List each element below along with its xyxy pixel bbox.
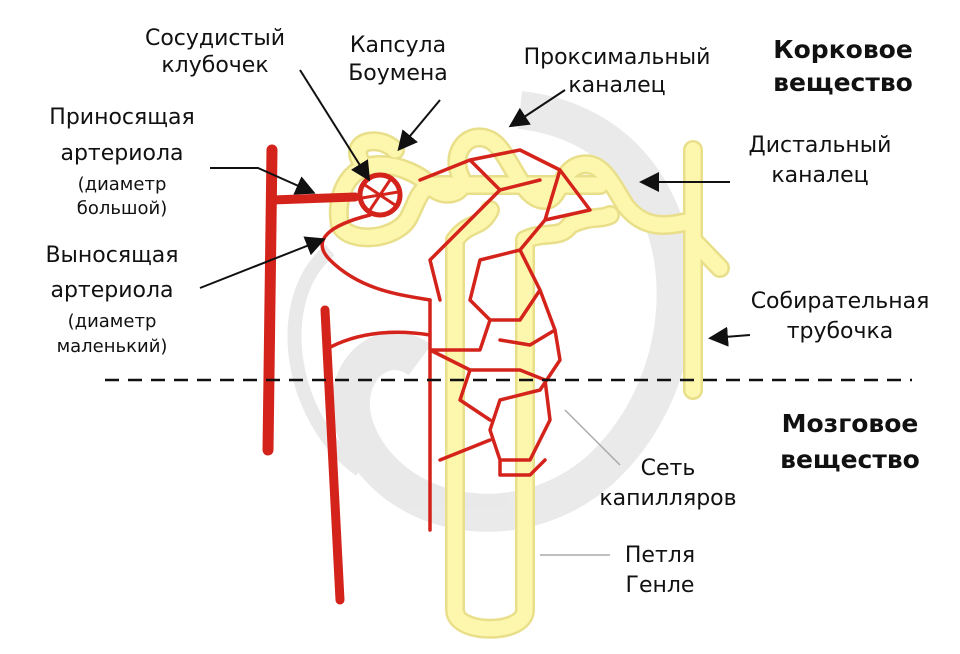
svg-text:(диаметр: (диаметр — [68, 311, 157, 332]
pointer-lines — [199, 69, 751, 556]
svg-text:артериола: артериола — [60, 141, 183, 166]
glomerulus-shape — [357, 172, 403, 218]
svg-text:каналец: каналец — [771, 163, 868, 188]
svg-text:капилляров: капилляров — [599, 486, 736, 511]
svg-text:большой): большой) — [77, 198, 167, 219]
svg-text:Боумена: Боумена — [348, 61, 448, 86]
svg-text:артериола: артериола — [50, 278, 173, 303]
svg-text:Капсула: Капсула — [350, 33, 446, 58]
tubule-fill — [422, 130, 701, 233]
tubule-fill — [447, 232, 533, 637]
tubule-fill — [447, 202, 498, 248]
blood-vessels — [262, 144, 592, 605]
label-glomerulus: Сосудистый клубочек — [145, 26, 285, 78]
label-loop-of-henle: Петля Генле — [625, 543, 695, 598]
svg-text:Выносящая: Выносящая — [45, 243, 178, 268]
label-cortex: Корковое вещество — [773, 35, 913, 97]
tubule-fill — [685, 232, 728, 276]
svg-text:каналец: каналец — [568, 73, 665, 98]
label-afferent-arteriole: Приносящая артериола (диаметр большой) — [49, 105, 194, 219]
svg-text:Мозговое: Мозговое — [782, 409, 919, 438]
svg-text:Петля: Петля — [625, 543, 695, 568]
svg-text:Приносящая: Приносящая — [49, 105, 194, 130]
label-proximal-tubule: Проксимальный каналец — [524, 45, 711, 98]
label-medulla: Мозговое вещество — [780, 409, 920, 474]
label-distal-tubule: Дистальный каналец — [749, 133, 892, 188]
label-bowman-capsule: Капсула Боумена — [348, 33, 448, 86]
label-capillary-network: Сеть капилляров — [599, 456, 736, 511]
svg-text:маленький): маленький) — [57, 336, 168, 357]
svg-text:Генле: Генле — [626, 573, 695, 598]
svg-text:трубочка: трубочка — [787, 319, 894, 344]
svg-text:(диаметр: (диаметр — [78, 174, 167, 195]
svg-text:Проксимальный: Проксимальный — [524, 45, 711, 70]
label-efferent-arteriole: Выносящая артериола (диаметр маленький) — [45, 243, 178, 357]
svg-text:Сосудистый: Сосудистый — [145, 26, 285, 51]
svg-text:Дистальный: Дистальный — [749, 133, 892, 158]
svg-text:Сеть: Сеть — [641, 456, 696, 481]
label-collecting-duct: Собирательная трубочка — [751, 289, 930, 344]
svg-text:Собирательная: Собирательная — [751, 289, 930, 314]
svg-text:Корковое: Корковое — [773, 35, 913, 64]
tubule-fill — [517, 207, 618, 248]
svg-text:клубочек: клубочек — [161, 53, 268, 78]
svg-text:вещество: вещество — [780, 445, 920, 474]
svg-text:вещество: вещество — [773, 68, 913, 97]
tubule-fill — [350, 133, 403, 168]
